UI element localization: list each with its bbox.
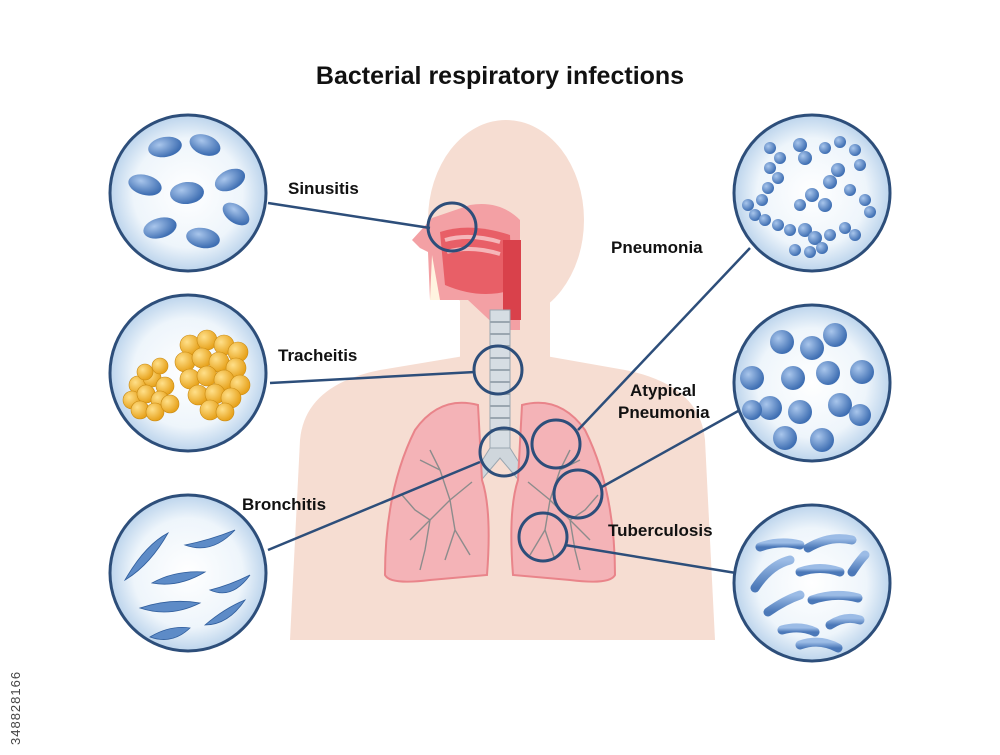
pneumonia-connector bbox=[577, 247, 751, 431]
lungs bbox=[383, 401, 617, 583]
label-atypical-pneumonia: Pneumonia bbox=[618, 403, 710, 422]
label-tracheitis: Tracheitis bbox=[278, 346, 358, 365]
tracheitis-bacteria-circle bbox=[108, 293, 268, 453]
stock-id-watermark: 348828166 bbox=[8, 670, 23, 745]
sinusitis-bacteria-circle bbox=[108, 113, 268, 273]
pneumonia-bacteria-circle bbox=[732, 113, 892, 273]
label-sinusitis: Sinusitis bbox=[288, 179, 359, 198]
bronchitis-connector bbox=[267, 460, 481, 552]
lower-lung-highlight bbox=[517, 511, 569, 563]
label-pneumonia: Pneumonia bbox=[611, 238, 703, 257]
label-tuberculosis: Tuberculosis bbox=[608, 521, 713, 540]
diagram-title: Bacterial respiratory infections bbox=[315, 62, 685, 90]
bronchi-highlight bbox=[478, 426, 530, 478]
sinusitis-connector bbox=[267, 201, 431, 230]
tracheitis-connector bbox=[269, 370, 476, 385]
atypical-pneumonia-bacteria-circle bbox=[732, 303, 892, 463]
label-bronchitis: Bronchitis bbox=[242, 495, 327, 514]
sinus-highlight bbox=[426, 201, 478, 253]
mid-lung-highlight bbox=[552, 468, 604, 520]
tuberculosis-connector bbox=[564, 543, 737, 575]
bronchitis-bacteria-circle bbox=[108, 493, 268, 653]
connector-lines bbox=[267, 201, 751, 575]
trachea-highlight bbox=[472, 344, 524, 396]
tuberculosis-bacteria-circle bbox=[732, 503, 892, 663]
atypical-pneumonia-connector bbox=[599, 408, 741, 490]
upper-lung-highlight bbox=[530, 418, 582, 470]
highlight-circles bbox=[426, 201, 604, 563]
label-atypical: Atypical bbox=[630, 381, 697, 400]
nasal-oral-cavity bbox=[412, 204, 521, 330]
